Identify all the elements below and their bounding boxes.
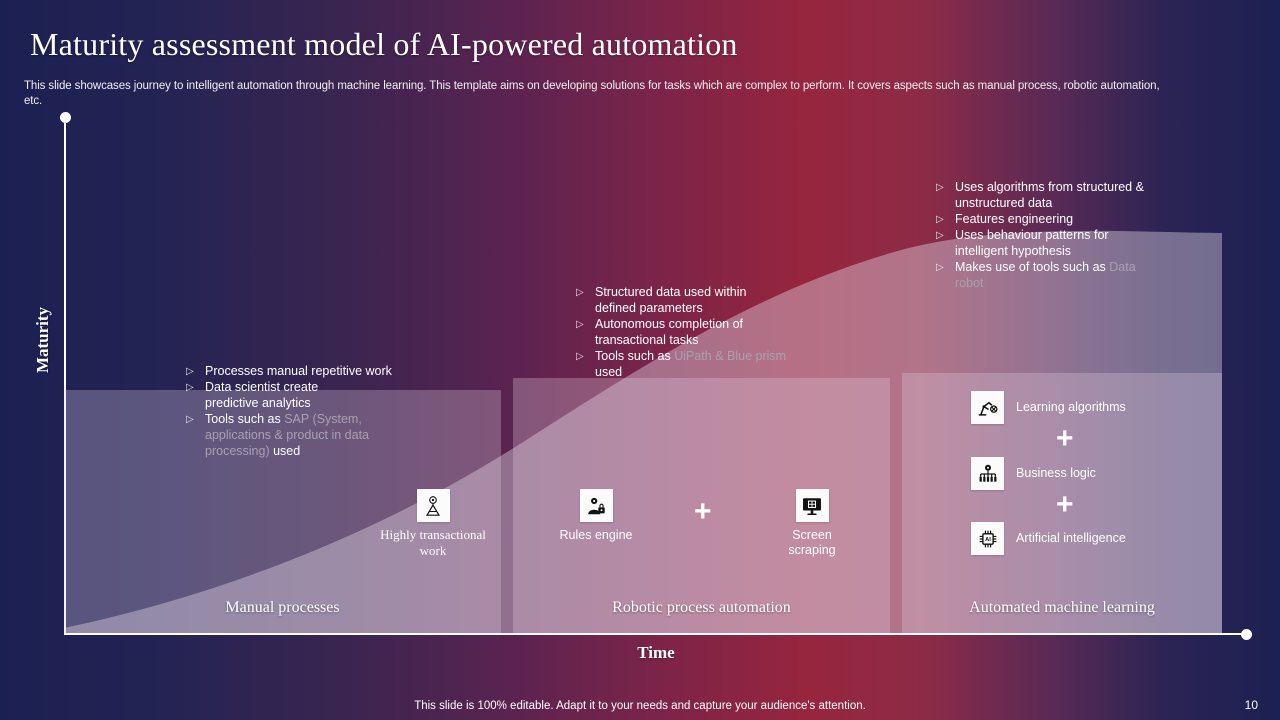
stage-3-icon-label-b: Business logic (1016, 466, 1096, 480)
maturity-s-curve (64, 230, 1222, 633)
y-axis-label: Maturity (33, 306, 52, 374)
bullet-arrow-icon: ▷ (936, 262, 944, 273)
list-item: ▷ Autonomous completion of transactional… (568, 316, 788, 348)
y-axis-line (64, 123, 66, 635)
stage-title-2: Robotic process automation (612, 599, 791, 616)
list-item: ▷ Uses algorithms from structured & unst… (928, 179, 1158, 211)
x-axis-end-dot (1241, 629, 1252, 640)
stage-3-icon-label-c: Artificial intelligence (1016, 531, 1126, 545)
stage-3-icon-row-a: Learning algorithms (971, 391, 1126, 424)
bullet-text: Tools such as (595, 349, 675, 363)
list-item: ▷ Makes use of tools such as Data robot (928, 259, 1158, 291)
bullet-text: Makes use of tools such as (955, 260, 1110, 274)
business-logic-icon (971, 457, 1004, 490)
bullet-text: Tools such as (205, 412, 285, 426)
bullet-arrow-icon: ▷ (936, 182, 944, 193)
bullet-text-cont: predictive analytics (205, 396, 311, 410)
list-item: ▷ Uses behaviour patterns for intelligen… (928, 227, 1158, 259)
stage-1-icon-label: Highly transactional work (380, 527, 486, 558)
learning-algorithms-icon (971, 391, 1004, 424)
bullet-arrow-icon: ▷ (576, 319, 584, 330)
screen-scraping-icon (795, 489, 829, 522)
rules-engine-icon (579, 489, 613, 522)
footer-note: This slide is 100% editable. Adapt it to… (414, 700, 866, 712)
stage-title-3: Automated machine learning (969, 599, 1155, 616)
bullet-text: Autonomous completion of transactional t… (595, 317, 744, 347)
stage-title-1: Manual processes (225, 599, 340, 616)
stage-3-icon-row-c: AI Artificial intelligence (971, 522, 1126, 555)
highly-transactional-work-icon (416, 489, 450, 522)
bullet-text: Structured data used within defined para… (595, 285, 747, 315)
bullet-text: Data scientist create (205, 380, 319, 394)
bullet-arrow-icon: ▷ (576, 287, 584, 298)
bullet-text-cont: used (595, 365, 623, 379)
list-item: ▷ Structured data used within defined pa… (568, 284, 788, 316)
stage-2-icon-label-a: Rules engine (559, 528, 633, 542)
bullet-arrow-icon: ▷ (576, 351, 584, 362)
page-subtitle: This slide showcases journey to intellig… (24, 80, 1160, 107)
x-axis-line (64, 633, 1248, 635)
stage-1-bullet-list: ▷ Processes manual repetitive work ▷ Dat… (178, 363, 428, 459)
bullet-arrow-icon: ▷ (936, 230, 944, 241)
stage-2-bullet-list: ▷ Structured data used within defined pa… (568, 284, 788, 380)
stage-3-plus-connector-b: + (1056, 488, 1074, 521)
list-item: ▷ Tools such as SAP (System, application… (178, 411, 428, 459)
stage-2-plus-connector: + (694, 495, 712, 528)
stage-3-icon-label-a: Learning algorithms (1016, 400, 1126, 414)
stage-1-icon-group: Highly transactional work (377, 489, 489, 559)
list-item: ▷ Tools such as UiPath & Blue prism used (568, 348, 788, 380)
stage-3-plus-connector-a: + (1056, 422, 1074, 455)
bullet-arrow-icon: ▷ (186, 382, 194, 393)
y-axis-end-dot (60, 112, 71, 123)
list-item: ▷ Data scientist create predictive analy… (178, 379, 428, 411)
bullet-arrow-icon: ▷ (936, 214, 944, 225)
bullet-highlight: Data robot (955, 260, 1136, 290)
stage-3-bullet-list: ▷ Uses algorithms from structured & unst… (928, 179, 1158, 291)
bullet-arrow-icon: ▷ (186, 366, 194, 377)
stage-2-icon-group-a: Rules engine (556, 489, 636, 543)
stage-panel-automated-machine-learning[interactable]: Automated machine learning (902, 373, 1222, 633)
bullet-text-cont: used (269, 444, 301, 458)
x-axis-label: Time (637, 643, 675, 662)
bullet-arrow-icon: ▷ (186, 414, 194, 425)
page-title: Maturity assessment model of AI-powered … (30, 26, 738, 62)
list-item: ▷ Features engineering (928, 211, 1158, 227)
bullet-text: Features engineering (955, 212, 1074, 226)
stage-3-icon-row-b: Business logic (971, 457, 1096, 490)
bullet-text: Processes manual repetitive work (205, 364, 392, 378)
artificial-intelligence-icon: AI (971, 522, 1004, 555)
page-number: 10 (1244, 698, 1258, 712)
bullet-text: Uses behaviour patterns for intelligent … (955, 228, 1109, 258)
list-item: ▷ Processes manual repetitive work (178, 363, 428, 379)
bullet-highlight: UiPath & Blue prism (674, 349, 787, 363)
svg-text:AI: AI (985, 537, 991, 543)
stage-2-icon-group-b: Screen scraping (772, 489, 852, 558)
stage-2-icon-label-b: Screen scraping (788, 528, 836, 557)
bullet-text: Uses algorithms from structured & unstru… (955, 180, 1144, 210)
bullet-highlight: SAP (System, applications & product in d… (205, 412, 369, 458)
